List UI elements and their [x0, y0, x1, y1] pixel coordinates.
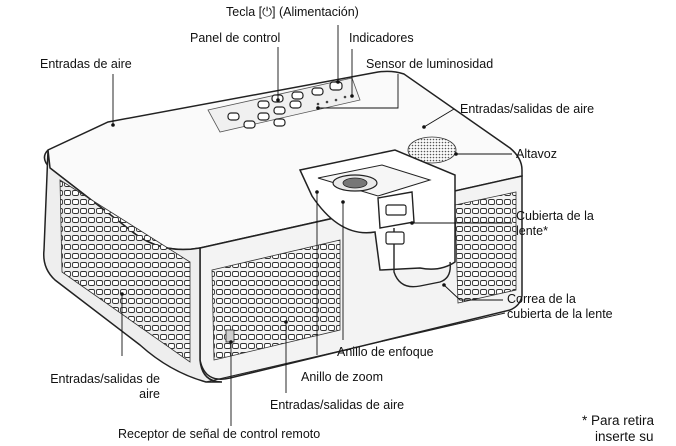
- label-lens-cover-1: Cubierta de la: [516, 209, 594, 223]
- label-air-in-out-left-2: aire: [139, 387, 160, 401]
- label-lens-cover-2: lente*: [516, 224, 548, 238]
- label-air-in-out-top: Entradas/salidas de aire: [460, 102, 595, 116]
- remote-receiver: [225, 329, 235, 343]
- footnote-line-1: * Para retira: [582, 413, 655, 428]
- label-air-intakes: Entradas de aire: [40, 57, 132, 71]
- front-vents-right: [454, 191, 517, 304]
- label-lens-strap-1: Correa de la: [507, 292, 576, 306]
- label-air-in-out-bottom: Entradas/salidas de aire: [270, 398, 405, 412]
- label-focus-ring: Anillo de enfoque: [337, 345, 434, 359]
- projector-body: [42, 70, 523, 383]
- leader-lines: [112, 25, 512, 426]
- label-control-panel: Panel de control: [190, 31, 281, 45]
- footnote-line-2: inserte su: [595, 429, 654, 444]
- label-air-in-out-left-1: Entradas/salidas de: [50, 372, 160, 386]
- lens-assembly: [298, 149, 456, 288]
- label-lens-strap-2: cubierta de la lente: [507, 307, 613, 321]
- speaker-grille: [407, 136, 457, 164]
- label-speaker: Altavoz: [516, 147, 557, 161]
- leader-dots: [111, 80, 458, 344]
- label-power-key: Tecla [⏻] (Alimentación): [226, 5, 359, 19]
- lens-strap: [393, 228, 451, 288]
- label-indicators: Indicadores: [349, 31, 414, 45]
- side-vents: [59, 179, 191, 363]
- label-remote-receiver: Receptor de señal de control remoto: [118, 427, 321, 441]
- label-zoom-ring: Anillo de zoom: [301, 370, 383, 384]
- label-light-sensor: Sensor de luminosidad: [366, 57, 494, 71]
- front-vents: [211, 239, 341, 361]
